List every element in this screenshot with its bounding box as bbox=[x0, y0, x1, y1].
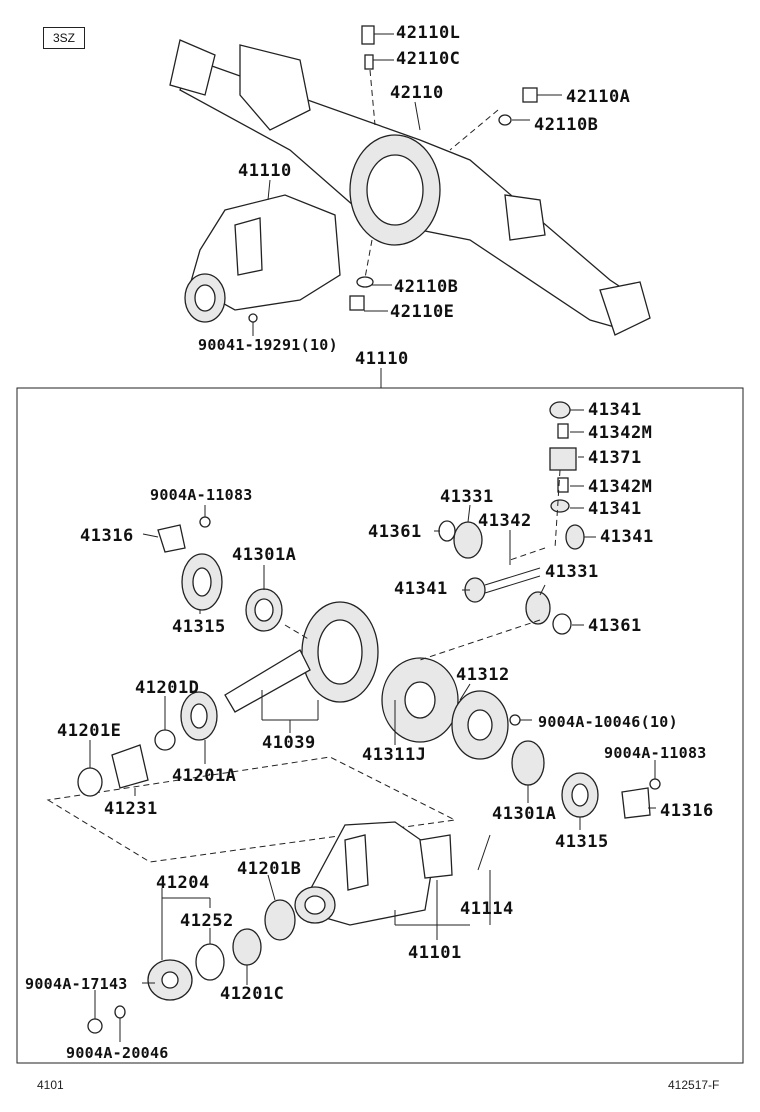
label-41201E: 41201E bbox=[57, 721, 122, 741]
label-9004A-10046: 9004A-10046(10) bbox=[538, 713, 678, 731]
label-41371: 41371 bbox=[588, 448, 642, 468]
lock-41316-shape bbox=[157, 524, 186, 553]
label-42110L: 42110L bbox=[396, 23, 461, 43]
label-41315-a: 41315 bbox=[172, 617, 226, 637]
label-41331-a: 41331 bbox=[440, 487, 494, 507]
washer-41201D-shape bbox=[154, 729, 176, 751]
assembly-frame bbox=[16, 387, 744, 1064]
washer-20046-shape bbox=[114, 1005, 126, 1019]
pinion-41341-b-shape bbox=[550, 499, 570, 513]
label-41101: 41101 bbox=[408, 943, 462, 963]
pinion-41341-a-shape bbox=[549, 401, 571, 419]
label-41315-b: 41315 bbox=[555, 832, 609, 852]
pin-41342M-a-shape bbox=[557, 423, 569, 439]
label-41361-a: 41361 bbox=[368, 522, 422, 542]
carrier-housing-shape bbox=[294, 821, 453, 926]
label-41039: 41039 bbox=[262, 733, 316, 753]
breather-shape bbox=[364, 54, 374, 70]
bolt-mark-a-shape bbox=[199, 516, 211, 528]
block-41371-shape bbox=[549, 447, 577, 471]
seal-41252-shape bbox=[195, 943, 225, 981]
label-41201A: 41201A bbox=[172, 766, 237, 786]
label-41342M-a: 41342M bbox=[588, 423, 653, 443]
label-41301A-b: 41301A bbox=[492, 804, 557, 824]
washer-41361-b-shape bbox=[552, 613, 572, 635]
axle-housing bbox=[169, 39, 651, 336]
label-41342M-b: 41342M bbox=[588, 477, 653, 497]
bolt-41114-shape bbox=[477, 834, 491, 871]
label-41231: 41231 bbox=[104, 799, 158, 819]
label-41110-upper: 41110 bbox=[238, 161, 292, 181]
filler-plug-shape bbox=[349, 295, 365, 311]
label-41342: 41342 bbox=[478, 511, 532, 531]
label-42110A: 42110A bbox=[566, 87, 631, 107]
label-42110E: 42110E bbox=[390, 302, 455, 322]
label-41361-b: 41361 bbox=[588, 616, 642, 636]
footer-right-code: 412517-F bbox=[668, 1078, 720, 1092]
label-41114: 41114 bbox=[460, 899, 514, 919]
bolt-mark-c-shape bbox=[649, 778, 661, 790]
label-42110: 42110 bbox=[390, 83, 444, 103]
gasket-top-shape bbox=[498, 114, 512, 126]
spacer-41231-shape bbox=[111, 744, 149, 789]
label-41316-b: 41316 bbox=[660, 801, 714, 821]
bolt-mark-b-shape bbox=[509, 714, 521, 726]
label-41341-b: 41341 bbox=[588, 499, 642, 519]
label-41252: 41252 bbox=[180, 911, 234, 931]
bearing-41201B-shape bbox=[264, 899, 296, 941]
breather-plug-shape bbox=[361, 25, 375, 45]
label-41201D: 41201D bbox=[135, 678, 200, 698]
label-90041-19291: 90041-19291(10) bbox=[198, 336, 338, 354]
washer-41361-a-shape bbox=[438, 520, 456, 542]
label-41341-d: 41341 bbox=[394, 579, 448, 599]
label-9004A-20046: 9004A-20046 bbox=[66, 1044, 169, 1062]
label-9004A-11083-a: 9004A-11083 bbox=[150, 486, 253, 504]
label-42110C: 42110C bbox=[396, 49, 461, 69]
footer-left-code: 4101 bbox=[37, 1078, 64, 1092]
shaft-41342-shape bbox=[484, 567, 541, 586]
label-41341-a: 41341 bbox=[588, 400, 642, 420]
label-41301A-a: 41301A bbox=[232, 545, 297, 565]
label-41341-c: 41341 bbox=[600, 527, 654, 547]
label-9004A-17143: 9004A-17143 bbox=[25, 975, 128, 993]
lower-leader-lines bbox=[89, 409, 656, 1042]
lock-41316-b-shape bbox=[621, 787, 651, 819]
bolt-mark-shape bbox=[248, 313, 258, 323]
label-41316-a: 41316 bbox=[80, 526, 134, 546]
bearing-41301A-b-shape bbox=[511, 740, 545, 786]
pinion-41341-c-shape bbox=[565, 524, 585, 550]
upper-leader-lines bbox=[252, 33, 562, 388]
label-42110B-top: 42110B bbox=[534, 115, 599, 135]
ring-gear-shape bbox=[224, 601, 379, 713]
side-gear-41331-b-shape bbox=[525, 591, 551, 625]
gasket-bottom-shape bbox=[356, 276, 374, 288]
nut-17143-shape bbox=[87, 1018, 103, 1034]
label-41110-assembly: 41110 bbox=[355, 349, 409, 369]
pin-41342M-b-shape bbox=[557, 477, 569, 493]
label-41331-b: 41331 bbox=[545, 562, 599, 582]
model-badge: 3SZ bbox=[43, 27, 85, 49]
label-41204: 41204 bbox=[156, 873, 210, 893]
label-41311J: 41311J bbox=[362, 745, 427, 765]
bearing-41201C-shape bbox=[232, 928, 262, 966]
differential-carrier-upper bbox=[184, 194, 341, 323]
seal-41201E-shape bbox=[77, 767, 103, 797]
dashed-group-outline bbox=[46, 756, 457, 863]
differential-case-shape bbox=[381, 657, 509, 760]
label-41201B: 41201B bbox=[237, 859, 302, 879]
label-42110B-bottom: 42110B bbox=[394, 277, 459, 297]
label-9004A-11083-b: 9004A-11083 bbox=[604, 744, 707, 762]
label-41312: 41312 bbox=[456, 665, 510, 685]
label-41201C: 41201C bbox=[220, 984, 285, 1004]
drain-plug-shape bbox=[522, 87, 538, 103]
